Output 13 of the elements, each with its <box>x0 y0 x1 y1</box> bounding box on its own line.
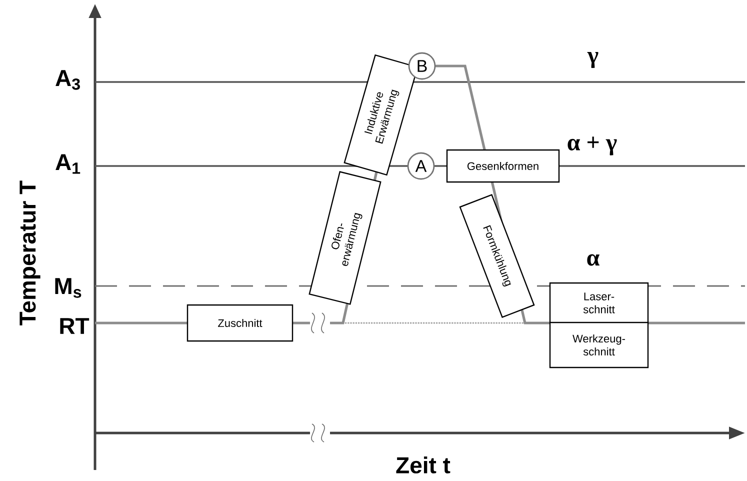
axis-title: Temperatur T <box>20 180 40 326</box>
process-box: Werkzeug- schnitt <box>549 322 649 368</box>
process-box: Laser- schnitt <box>549 282 649 324</box>
phase-label: γ <box>587 52 598 68</box>
axis-tick-label: M$_{s}$ <box>55 278 82 298</box>
process-box: Gesenkformen <box>446 149 560 183</box>
phase-label: α + γ <box>568 136 617 156</box>
axis-tick-label: A$_{1}$ <box>56 154 80 174</box>
axis-tick-label: A$_{3}$ <box>56 70 80 90</box>
axis-title: Zeit t <box>396 456 450 474</box>
phase-label: α <box>587 254 600 266</box>
axis-tick-label: RT <box>60 318 90 334</box>
process-box: Zuschnitt <box>186 304 294 342</box>
